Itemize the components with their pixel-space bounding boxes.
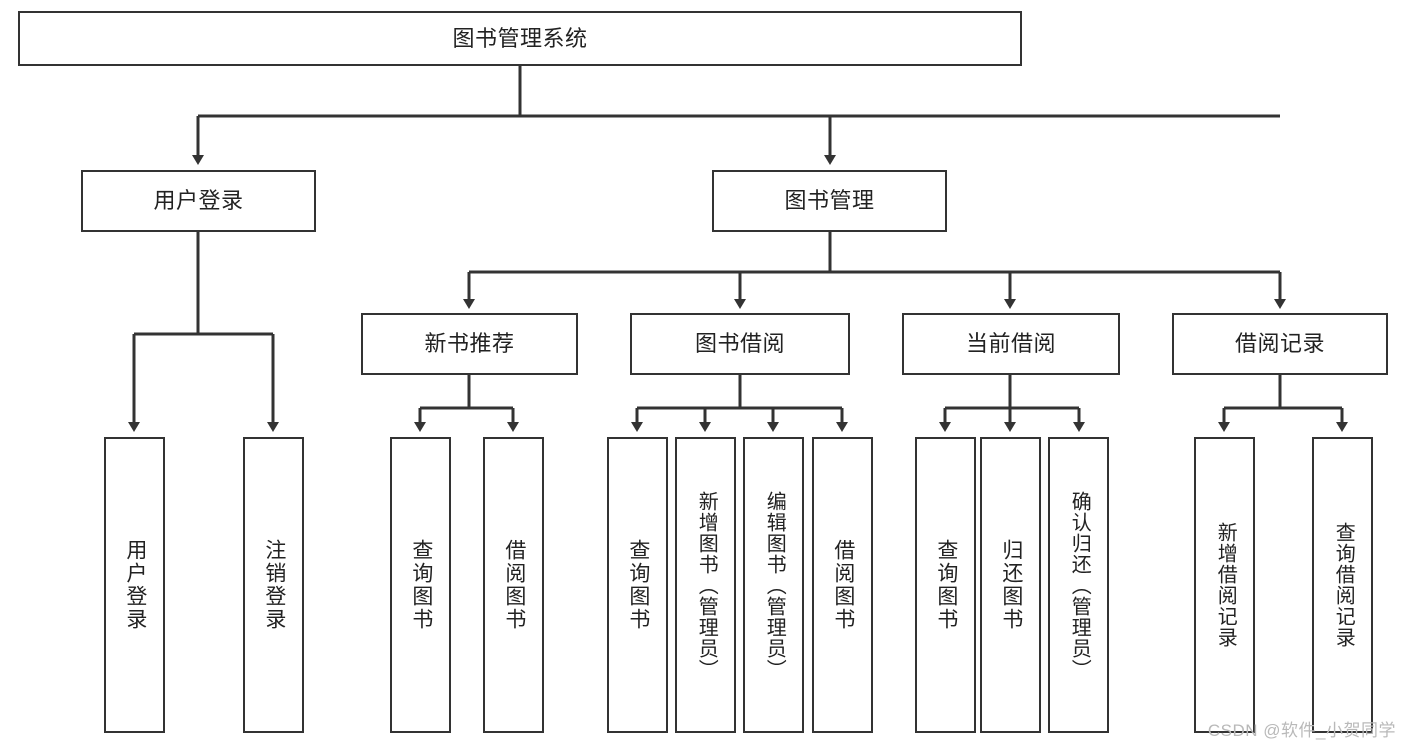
node-label: 图书管理 (784, 188, 875, 214)
node-label: 查询图书 (626, 539, 650, 631)
node-label: 借阅图书 (502, 539, 526, 631)
node-borrow-record[interactable]: 借阅记录 (1172, 313, 1388, 375)
leaf-user-login[interactable]: 用户登录 (104, 437, 165, 733)
node-label: 编辑图书（管理员） (763, 490, 786, 680)
watermark: CSDN @软件_小贺同学 (1207, 721, 1396, 740)
node-label: 图书借阅 (694, 331, 785, 357)
leaf-search-book-current[interactable]: 查询图书 (915, 437, 976, 733)
leaf-add-borrow-record[interactable]: 新增借阅记录 (1194, 437, 1255, 733)
leaf-return-book[interactable]: 归还图书 (980, 437, 1041, 733)
node-new-book-recommend[interactable]: 新书推荐 (361, 313, 578, 375)
node-label: 新书推荐 (424, 331, 515, 357)
node-label: 借阅记录 (1234, 331, 1325, 357)
node-label: 新增图书（管理员） (695, 490, 718, 680)
node-label: 图书管理系统 (452, 25, 588, 51)
node-root-book-management-system[interactable]: 图书管理系统 (18, 11, 1022, 66)
node-current-borrow[interactable]: 当前借阅 (902, 313, 1120, 375)
node-label: 用户登录 (123, 539, 147, 631)
node-book-management[interactable]: 图书管理 (712, 170, 947, 232)
node-label: 借阅图书 (831, 539, 855, 631)
node-book-borrow[interactable]: 图书借阅 (630, 313, 850, 375)
node-label: 新增借阅记录 (1214, 522, 1237, 648)
node-user-login[interactable]: 用户登录 (81, 170, 316, 232)
node-label: 当前借阅 (965, 331, 1056, 357)
node-label: 查询图书 (934, 539, 958, 631)
node-label: 归还图书 (999, 539, 1023, 631)
node-label: 查询借阅记录 (1332, 522, 1355, 648)
leaf-search-borrow-record[interactable]: 查询借阅记录 (1312, 437, 1373, 733)
leaf-logout[interactable]: 注销登录 (243, 437, 304, 733)
node-label: 确认归还（管理员） (1068, 490, 1091, 680)
leaf-confirm-return-admin[interactable]: 确认归还（管理员） (1048, 437, 1109, 733)
node-label: 用户登录 (153, 188, 244, 214)
leaf-search-book-borrow[interactable]: 查询图书 (607, 437, 668, 733)
leaf-borrow-book-recommend[interactable]: 借阅图书 (483, 437, 544, 733)
leaf-borrow-book[interactable]: 借阅图书 (812, 437, 873, 733)
node-label: 注销登录 (262, 539, 286, 631)
leaf-edit-book-admin[interactable]: 编辑图书（管理员） (743, 437, 804, 733)
leaf-add-book-admin[interactable]: 新增图书（管理员） (675, 437, 736, 733)
leaf-search-book-recommend[interactable]: 查询图书 (390, 437, 451, 733)
node-label: 查询图书 (409, 539, 433, 631)
